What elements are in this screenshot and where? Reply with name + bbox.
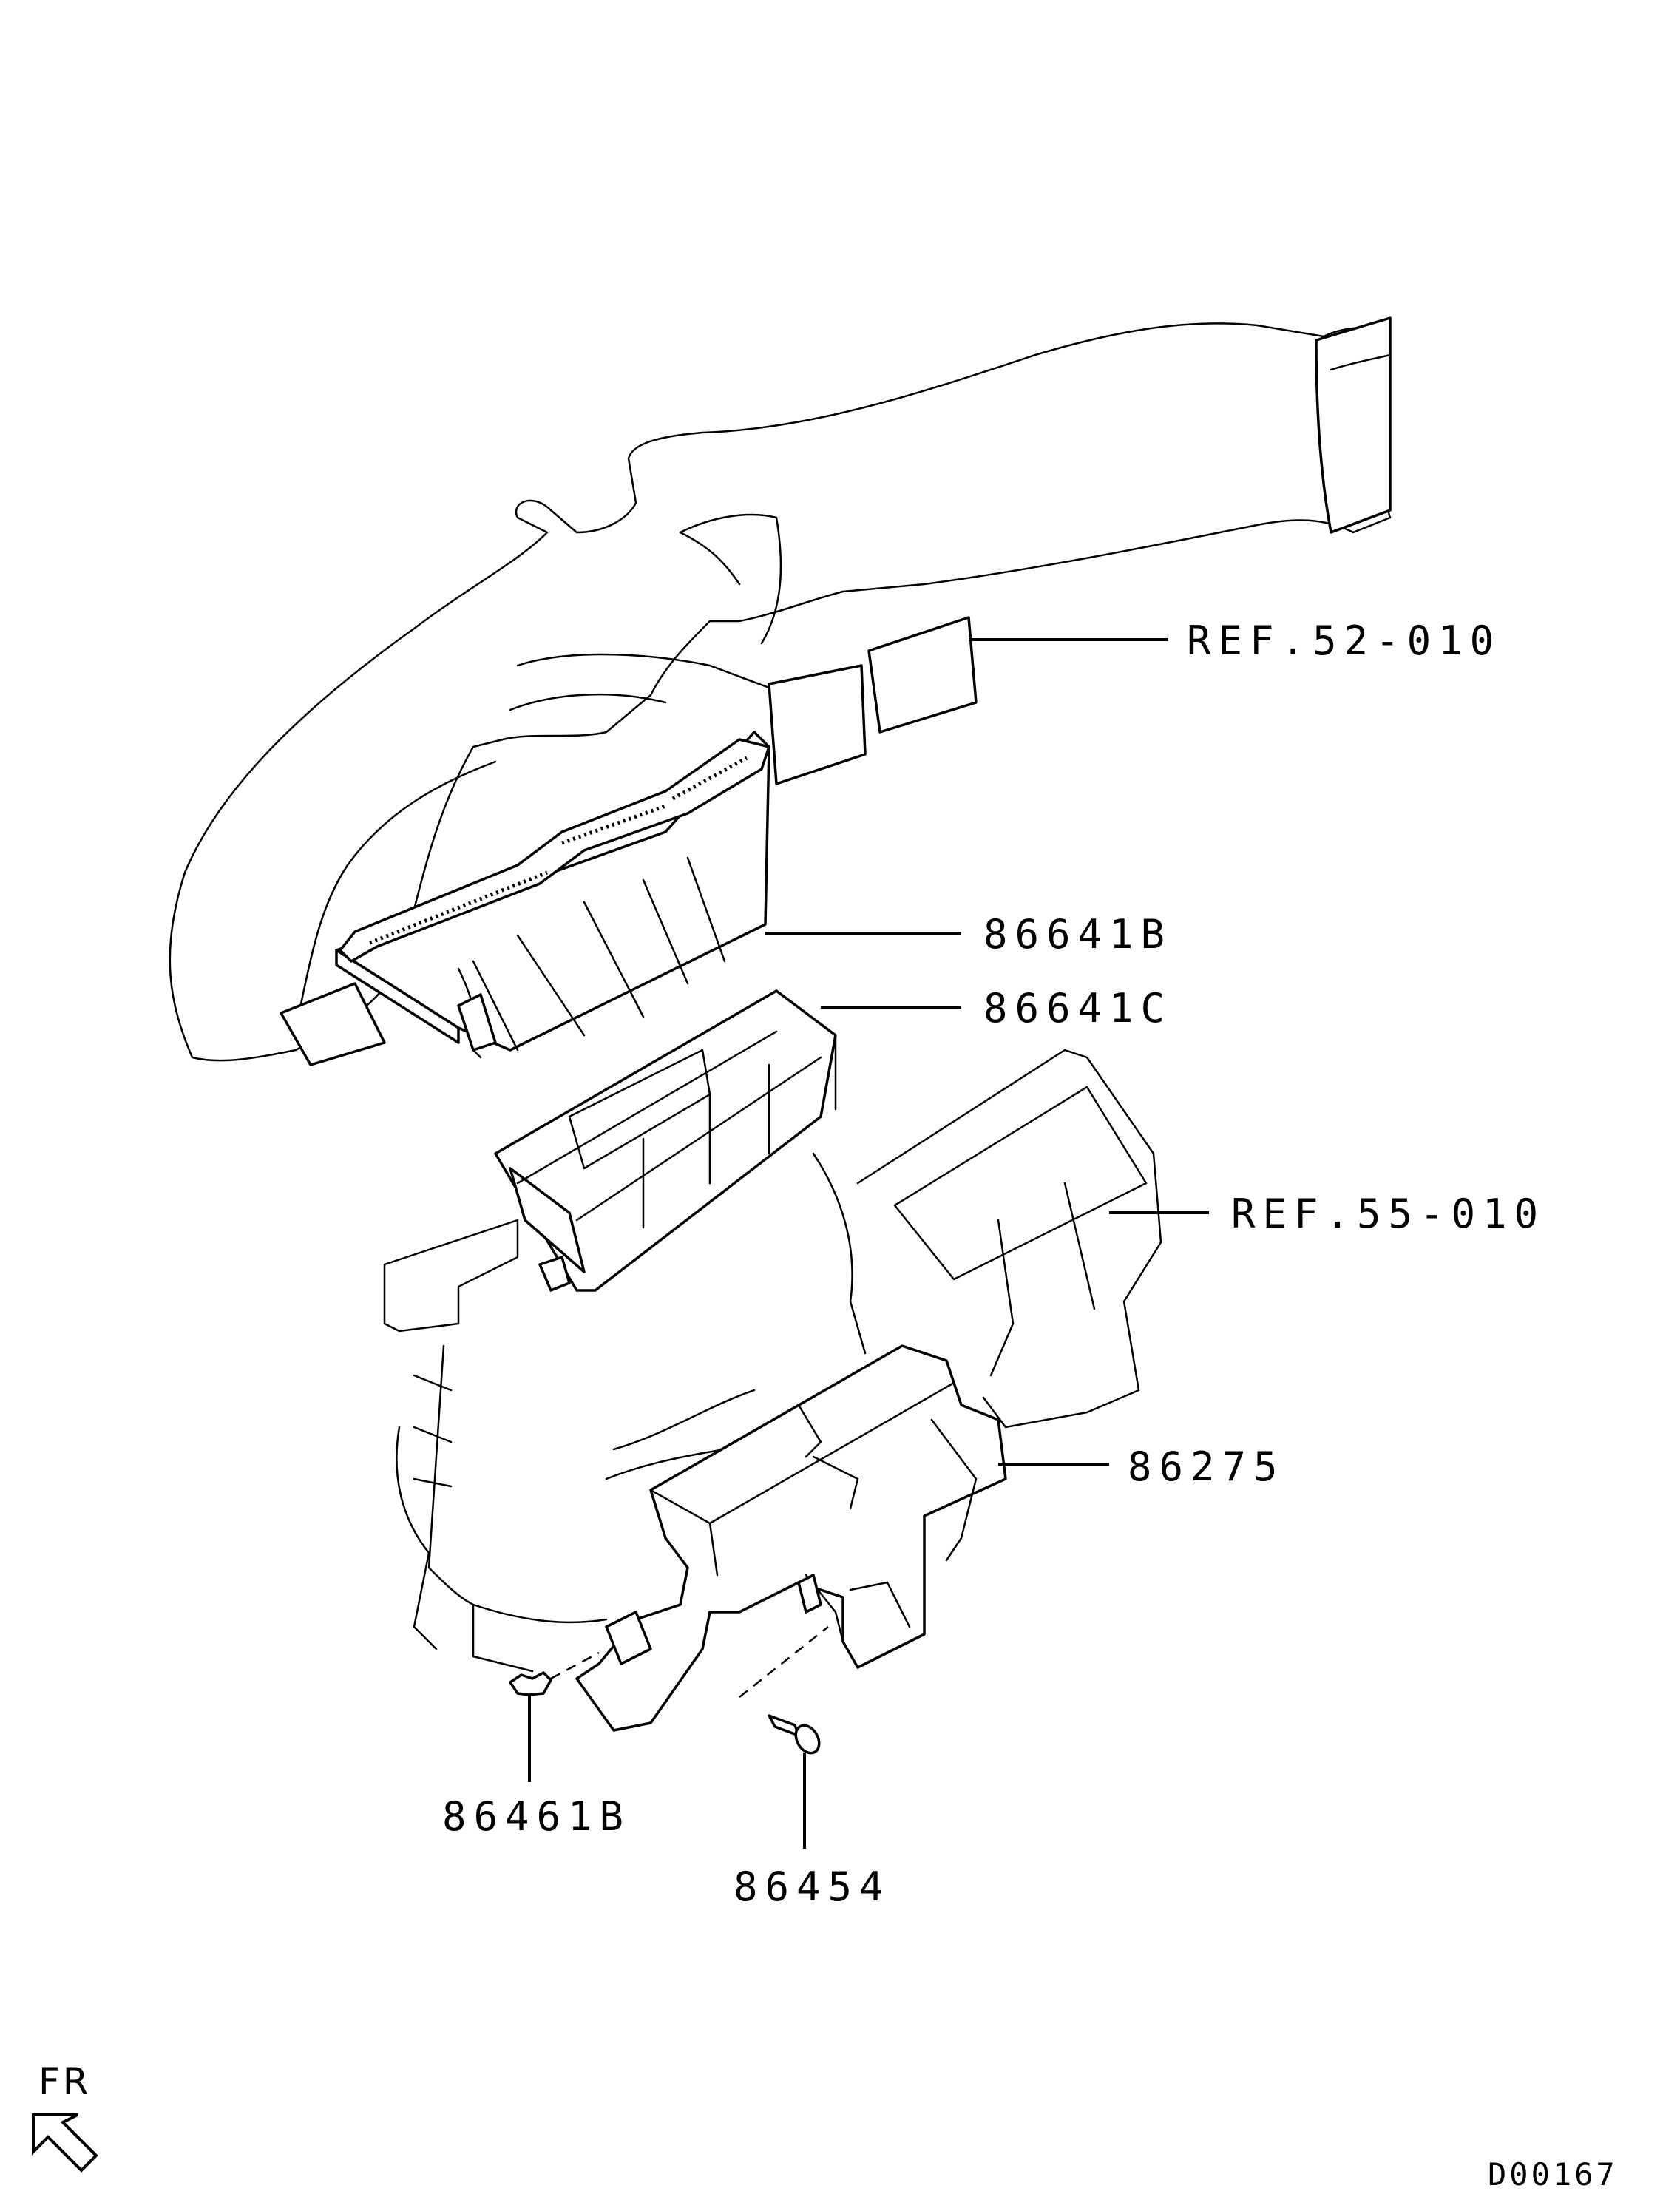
instrument-panel-duct — [169, 316, 1392, 1066]
label-86275[interactable]: 86275 — [1128, 1443, 1285, 1490]
duct-86641c — [494, 989, 837, 1292]
label-86641c[interactable]: 86641C — [983, 985, 1172, 1032]
heater-unit — [383, 1049, 1162, 1673]
label-86461b[interactable]: 86461B — [442, 1793, 631, 1840]
orientation-label: FR — [38, 2060, 92, 2103]
arrow-up-left-icon — [32, 2113, 98, 2173]
drawing-code: D00167 — [1488, 2156, 1618, 2193]
label-ref-55[interactable]: REF.55-010 — [1231, 1191, 1545, 1237]
label-86454[interactable]: 86454 — [734, 1863, 891, 1910]
duct-86275 — [575, 1344, 1007, 1732]
clip-86461b — [509, 1651, 600, 1696]
label-ref-52[interactable]: REF.52-010 — [1187, 617, 1501, 664]
orientation-indicator: FR — [32, 2060, 98, 2173]
screw-86454 — [739, 1626, 829, 1755]
label-86641b[interactable]: 86641B — [983, 911, 1172, 958]
duct-86641b — [335, 731, 770, 1059]
